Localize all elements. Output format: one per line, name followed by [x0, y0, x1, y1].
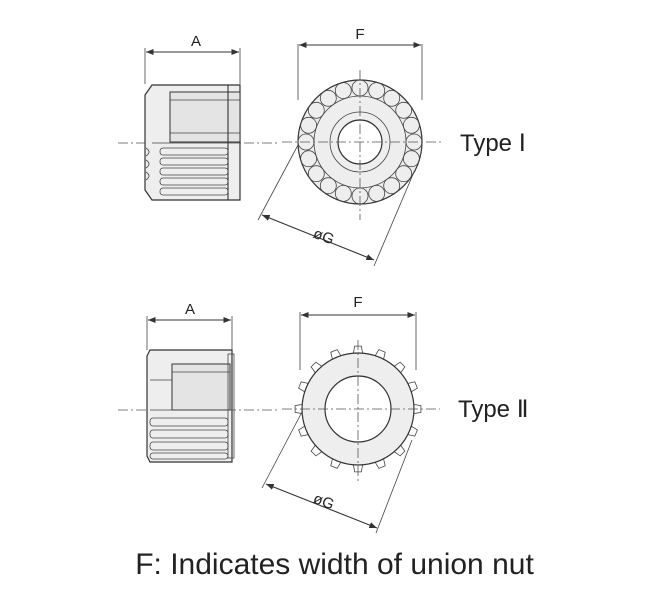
knurl-scallop: [368, 184, 386, 202]
type-2-side-view: A: [118, 301, 280, 463]
knurl-scallop: [402, 116, 420, 134]
knurl-scallop: [300, 116, 318, 134]
knurl-scallop: [307, 165, 325, 183]
knurl-scallop: [383, 177, 401, 195]
type-1-label: Type Ⅰ: [460, 130, 526, 157]
knurl-scallop: [307, 101, 325, 119]
knurl-scallop: [319, 89, 337, 107]
knurl-scallop: [334, 184, 352, 202]
knurl-scallop: [383, 89, 401, 107]
knurl-scallop: [395, 165, 413, 183]
type-2-front-view: F øG: [261, 294, 440, 534]
type-1-knurl-ribs: [145, 147, 229, 196]
type-1-dim-f-label: F: [355, 26, 364, 43]
type-1-dim-a-label: A: [191, 33, 201, 50]
caption: F: Indicates width of union nut: [135, 548, 534, 581]
type-1-front-view: F øG: [257, 26, 442, 267]
type-2-label: Type Ⅱ: [458, 396, 529, 423]
type-2-dim-g-label: øG: [311, 490, 337, 513]
knurl-scallop: [334, 82, 352, 99]
knurl-scallop: [368, 82, 386, 99]
type-2-knurl-ribs: [149, 417, 229, 460]
knurl-scallop: [402, 150, 420, 168]
type-2-dim-a-label: A: [185, 301, 195, 318]
knurl-scallop: [319, 177, 337, 195]
knurl-scallop: [395, 101, 413, 119]
knurl-scallop: [300, 150, 318, 168]
type-1-dim-g-label: øG: [311, 225, 337, 248]
type-2-dim-f-label: F: [353, 294, 362, 311]
type-1-knurl-scallops: [297, 79, 423, 205]
type-1-side-view: A: [118, 33, 280, 201]
